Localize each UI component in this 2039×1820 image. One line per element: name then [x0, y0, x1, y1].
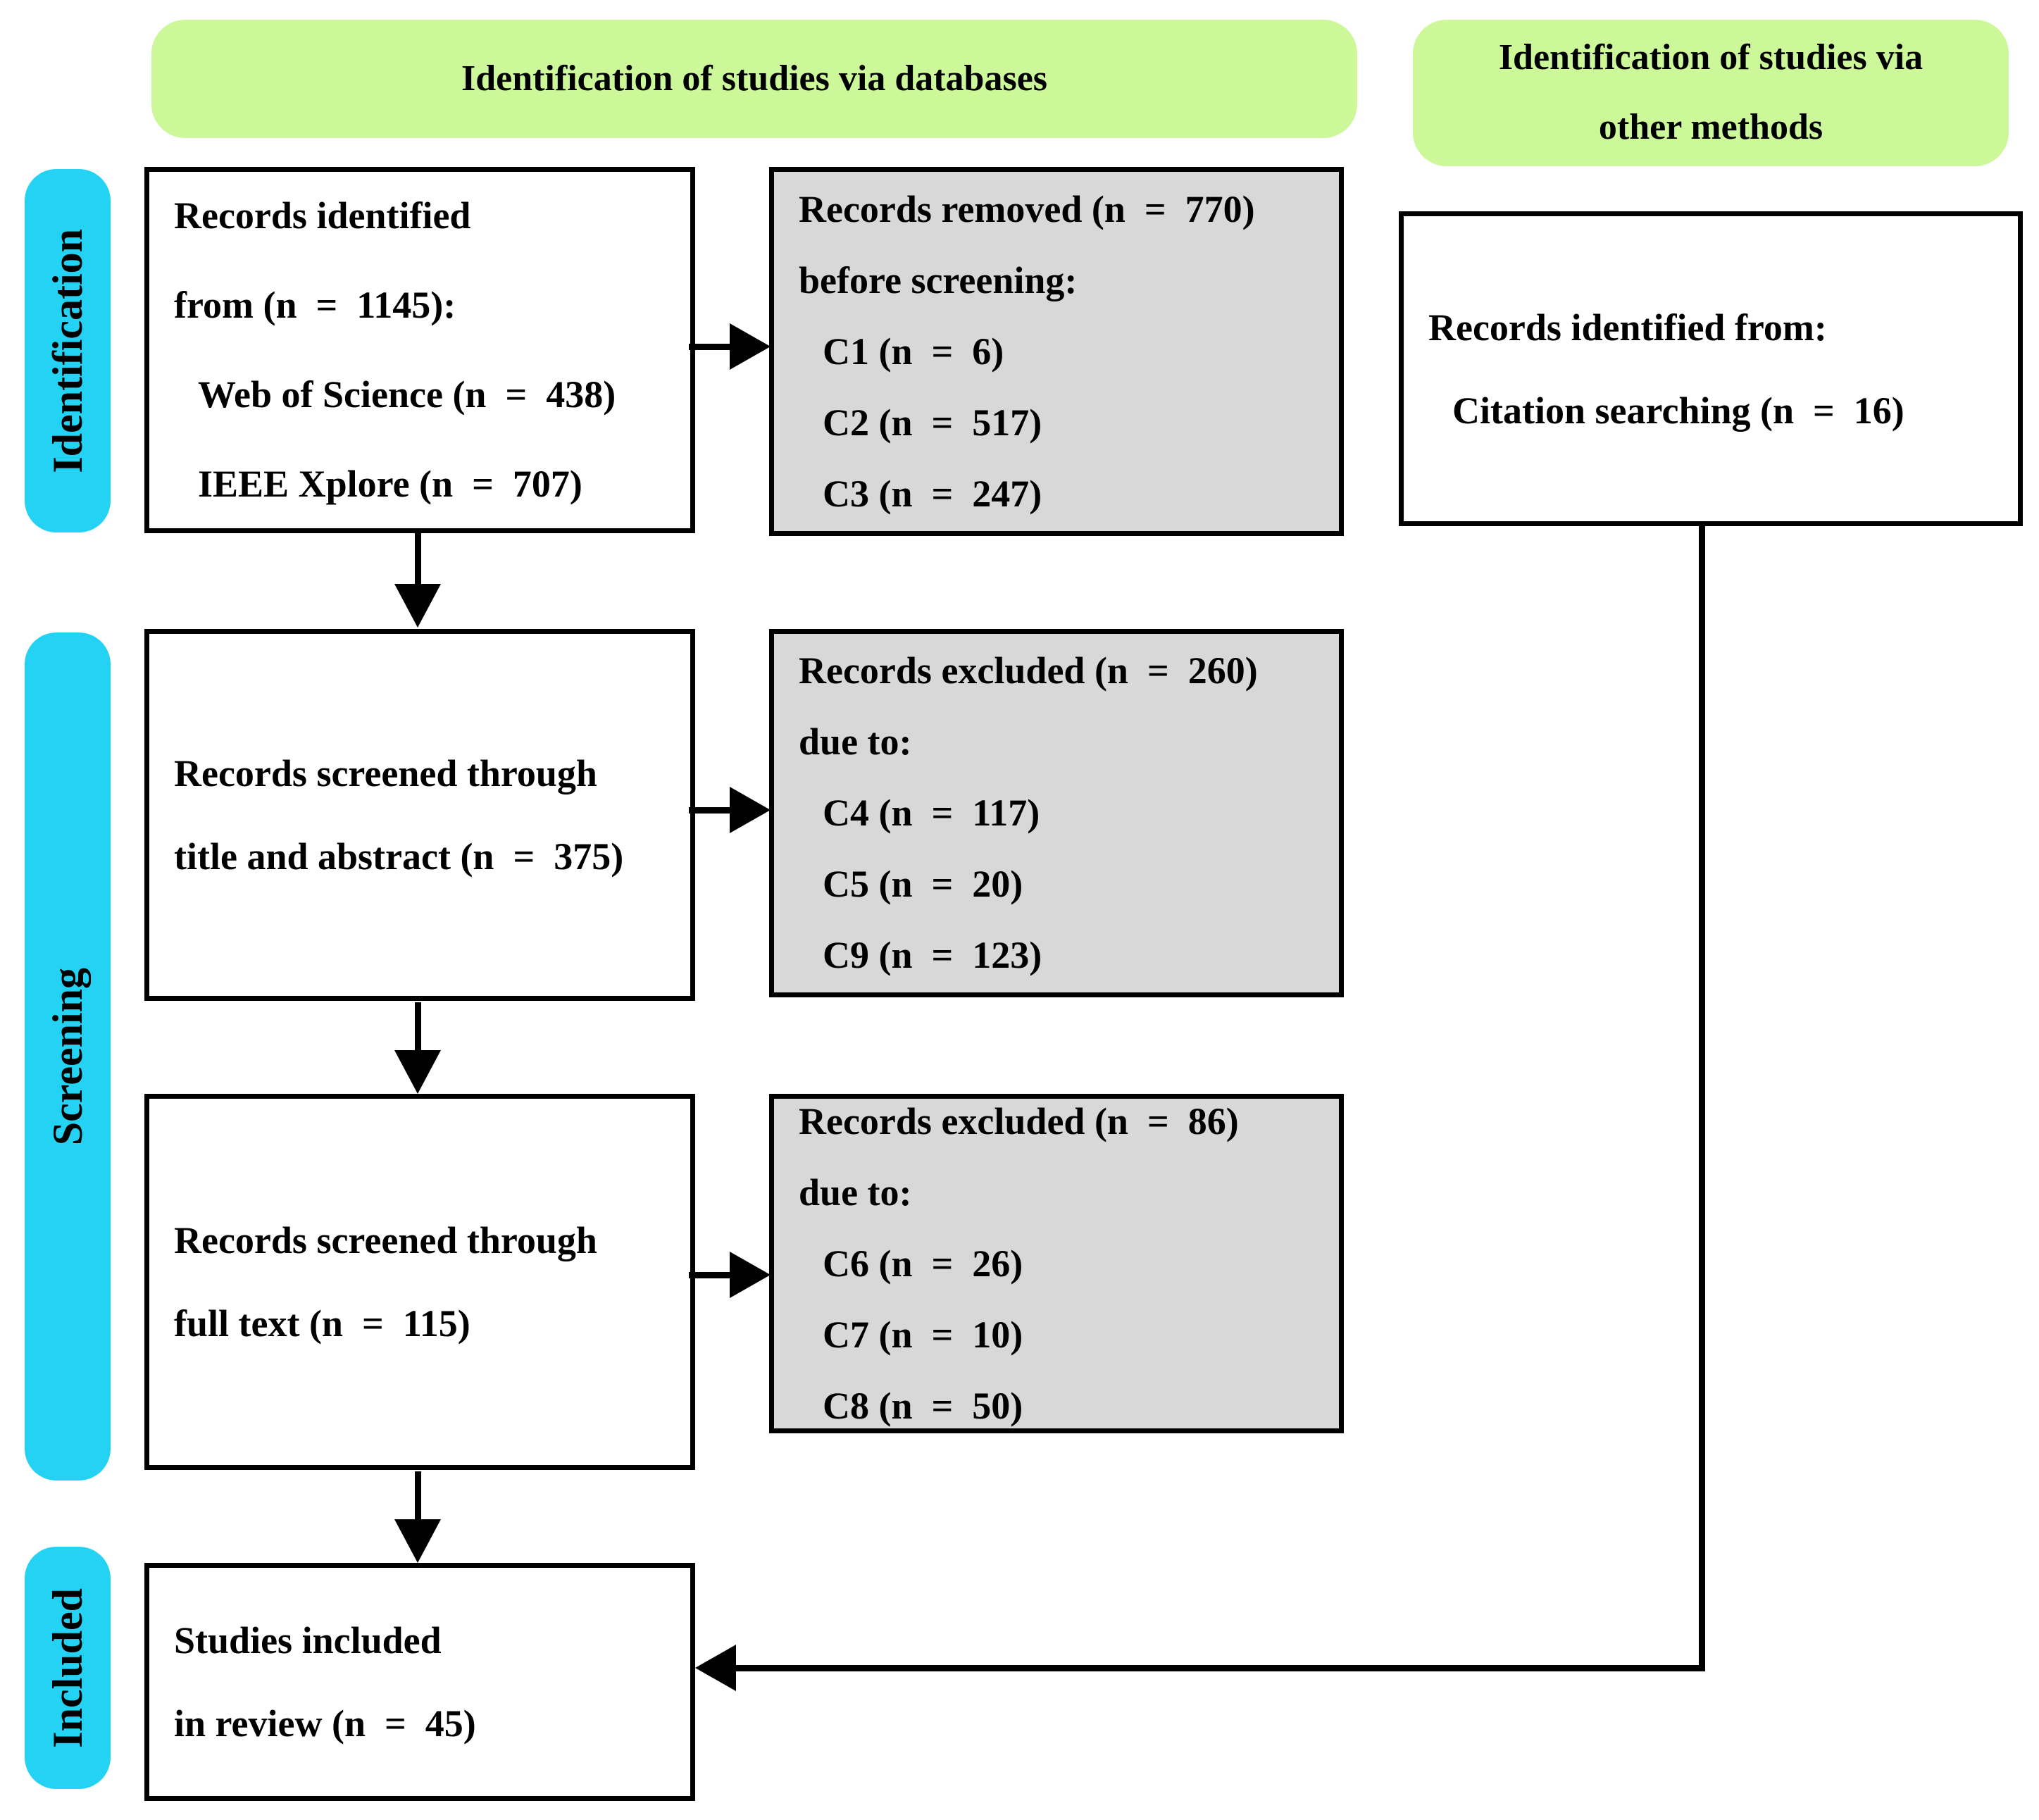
text-line: Citation searching (n = 16)	[1452, 389, 1904, 432]
text-line: Records screened through	[174, 1219, 597, 1261]
text-line: C4 (n = 117)	[823, 792, 1040, 834]
text-line: IEEE Xplore (n = 707)	[198, 463, 582, 505]
text-line: Web of Science (n = 438)	[198, 373, 616, 416]
text-line: Records identified	[174, 194, 471, 237]
arrow-head-down-icon	[394, 584, 441, 628]
arrow-shaft	[1699, 526, 1705, 1671]
text-line: C3 (n = 247)	[823, 472, 1042, 515]
text-line: from (n = 1145):	[174, 284, 456, 326]
box-excluded-title-abstract: Records excluded (n = 260) due to: C4 (n…	[769, 629, 1344, 997]
arrow-shaft	[415, 1471, 421, 1519]
text-line: Studies included	[174, 1619, 442, 1662]
text-line: C2 (n = 517)	[823, 401, 1042, 444]
arrow-head-down-icon	[394, 1050, 441, 1094]
text-line: title and abstract (n = 375)	[174, 835, 624, 878]
arrow-shaft	[689, 807, 731, 814]
text-line: C9 (n = 123)	[823, 934, 1042, 976]
arrow-shaft	[689, 1272, 731, 1278]
box-records-identified: Records identified from (n = 1145): Web …	[144, 167, 695, 533]
text-line: C5 (n = 20)	[823, 863, 1023, 905]
text-line: Records excluded (n = 260)	[799, 649, 1258, 692]
text-line: Records removed (n = 770)	[799, 187, 1255, 230]
arrow-head-down-icon	[394, 1519, 441, 1563]
text-line: C6 (n = 26)	[823, 1242, 1023, 1285]
arrow-shaft	[415, 533, 421, 585]
arrow-shaft	[415, 1002, 421, 1050]
box-screened-full-text: Records screened through full text (n = …	[144, 1094, 695, 1470]
text-line: C7 (n = 10)	[823, 1313, 1023, 1356]
text-line: due to:	[799, 1171, 912, 1214]
stage-screening-label: Screening	[44, 967, 91, 1146]
arrow-head-right-icon	[730, 787, 771, 833]
text-line: Records identified from:	[1428, 306, 1827, 349]
arrow-shaft	[689, 344, 731, 350]
text-line: C8 (n = 50)	[823, 1384, 1023, 1427]
box-screened-title-abstract: Records screened through title and abstr…	[144, 629, 695, 1001]
text-line: due to:	[799, 721, 912, 763]
header-databases-label: Identification of studies via databases	[461, 58, 1048, 99]
header-other-methods-label-line2: other methods	[1598, 107, 1823, 147]
text-line: Records excluded (n = 86)	[799, 1099, 1239, 1142]
stage-included-label: Included	[44, 1588, 91, 1748]
arrow-head-left-icon	[695, 1645, 736, 1691]
header-other-methods-label-line1: Identification of studies via	[1498, 37, 1923, 78]
box-records-removed: Records removed (n = 770) before screeni…	[769, 167, 1344, 536]
text-line: C1 (n = 6)	[823, 330, 1004, 373]
box-citation-searching: Records identified from: Citation search…	[1399, 211, 2023, 526]
box-excluded-full-text: Records excluded (n = 86) due to: C6 (n …	[769, 1094, 1344, 1433]
stage-included: Included	[25, 1547, 111, 1789]
box-studies-included: Studies included in review (n = 45)	[144, 1563, 695, 1801]
stage-screening: Screening	[25, 632, 111, 1481]
arrow-shaft	[732, 1665, 1705, 1671]
arrow-head-right-icon	[730, 323, 771, 370]
text-line: before screening:	[799, 258, 1078, 301]
stage-identification-label: Identification	[44, 228, 91, 473]
text-line: full text (n = 115)	[174, 1302, 470, 1345]
text-line: in review (n = 45)	[174, 1702, 476, 1745]
header-databases: Identification of studies via databases	[151, 20, 1357, 138]
header-other-methods: Identification of studies via other meth…	[1413, 20, 2009, 166]
stage-identification: Identification	[25, 169, 111, 532]
arrow-head-right-icon	[730, 1252, 771, 1298]
text-line: Records screened through	[174, 752, 597, 794]
